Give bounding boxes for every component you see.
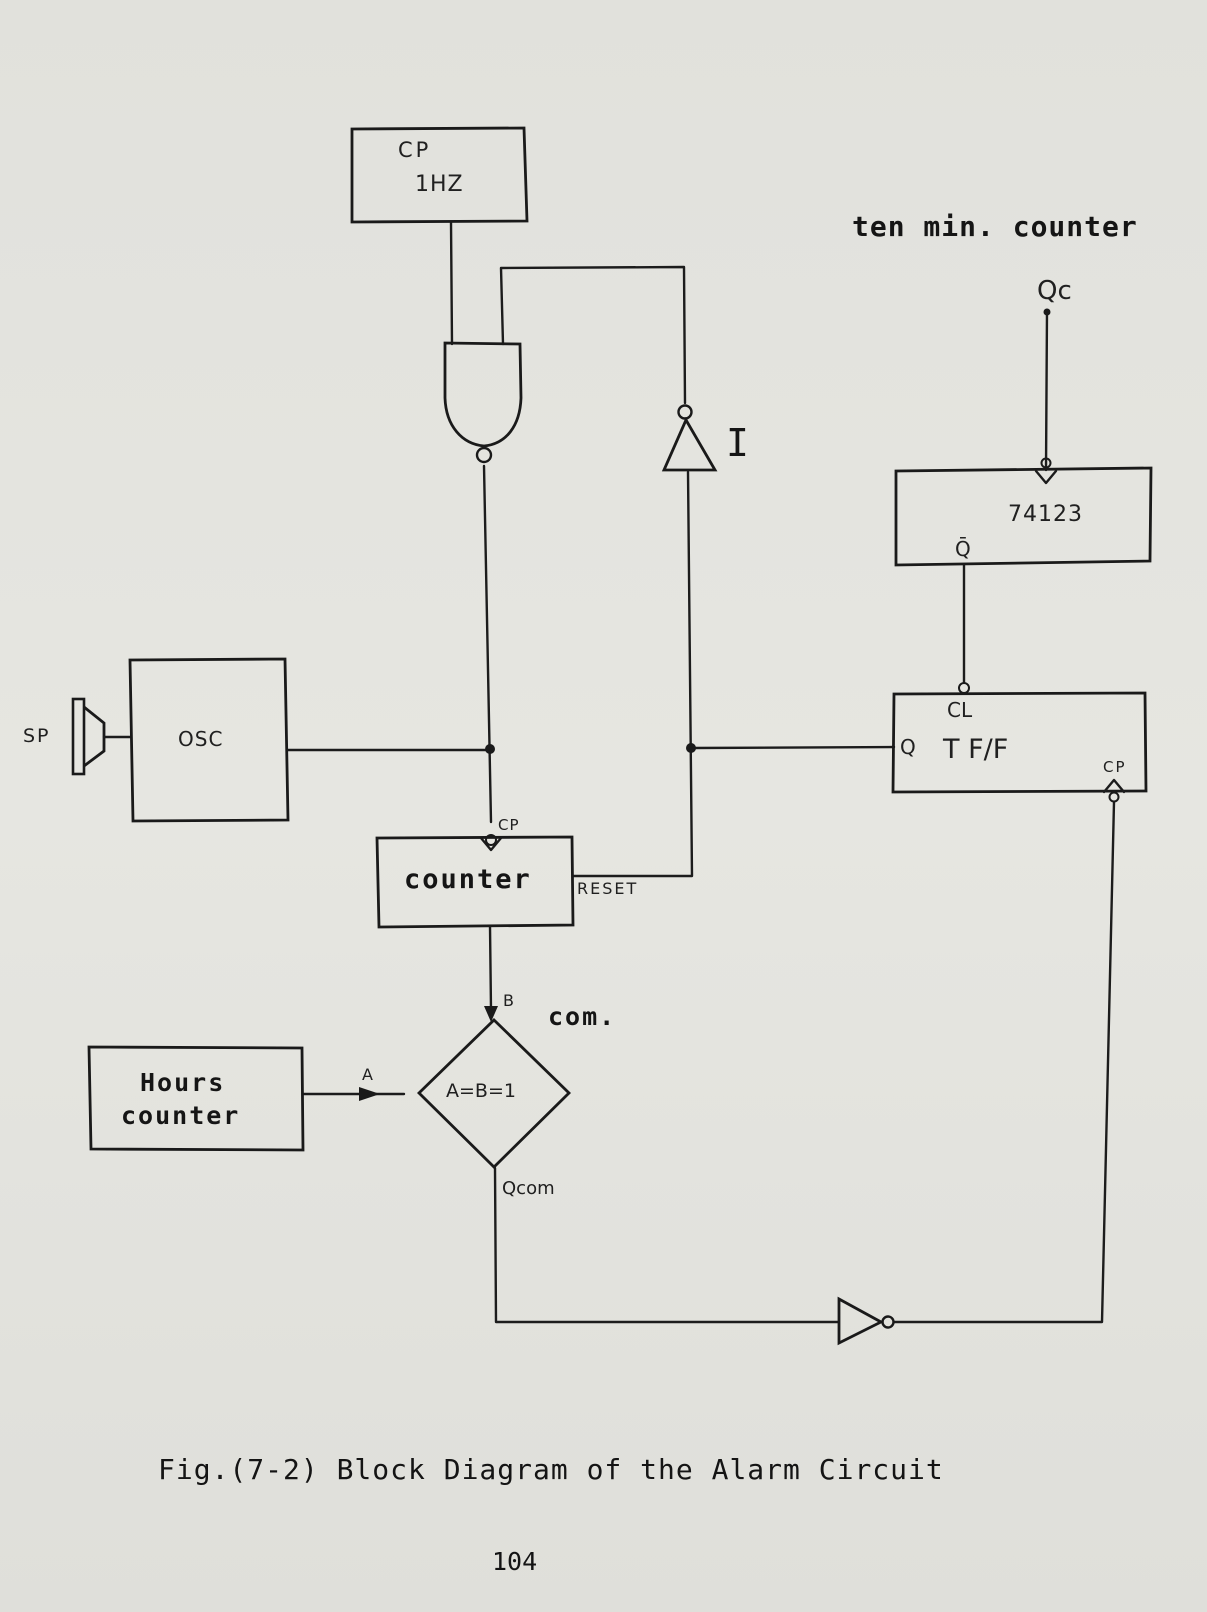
nand-gate [443, 341, 523, 464]
oscillator-label: OSC [178, 727, 223, 751]
feedback-inverter: I [661, 404, 749, 472]
comparator-input-a-label: A [362, 1065, 373, 1084]
output-inverter [837, 1296, 895, 1346]
oscillator-box: OSC [128, 657, 290, 823]
wire-comparator-output [493, 1166, 840, 1324]
flip-flop-clock-label: CP [1103, 758, 1127, 776]
clock-source-outline [350, 126, 529, 224]
hours-counter-line2: counter [121, 1101, 240, 1130]
counter-outline [375, 835, 575, 929]
flip-flop-q-label: Q [900, 735, 916, 759]
comparator-outline [416, 1018, 572, 1169]
counter-clock-bubble [485, 834, 497, 846]
monostable-outline [894, 466, 1153, 567]
counter-clock-notch [479, 836, 503, 852]
hours-counter-outline [87, 1045, 305, 1152]
monostable-chip-label: 74123 [1008, 502, 1083, 527]
nand-output-bubble [475, 446, 493, 464]
arrow-head [484, 1006, 498, 1022]
wires [286, 220, 1116, 1324]
counter-reset-label: RESET [577, 879, 638, 898]
wire-qc-to-74123 [1044, 308, 1049, 472]
output-inverter-triangle [837, 1296, 885, 1346]
hours-counter-box: Hours counter [87, 1045, 305, 1152]
wire-clock-to-nand [449, 220, 454, 346]
clock-input-notch [1034, 469, 1058, 485]
flip-flop-clear-label: CL [947, 698, 973, 722]
t-flip-flop-box: CL Q T F/F CP [891, 682, 1148, 803]
speaker-magnet [71, 697, 86, 776]
speaker-icon: SP [23, 697, 132, 776]
junction-dot [1043, 308, 1051, 316]
clock-source-cp-label: CP [398, 138, 431, 162]
counter-clock-label: CP [498, 816, 520, 834]
wire-counter-to-comparator [488, 924, 493, 1012]
clock-source-box: CP 1HZ [350, 126, 529, 224]
wire-inverter-to-reset [571, 470, 694, 878]
oscillator-outline [128, 657, 290, 823]
comparator-condition-label: A=B=1 [446, 1080, 516, 1102]
junctions [359, 308, 1051, 1101]
wire-nand-to-counter [482, 464, 493, 824]
monostable-74123-box: 74123 Q̄ [894, 457, 1153, 567]
qc-label: Qc [1037, 276, 1072, 306]
output-inverter-bubble [881, 1315, 895, 1329]
inverter-triangle [661, 416, 718, 472]
speaker-cone [83, 705, 106, 768]
speaker-label: SP [23, 725, 51, 747]
clock-source-frequency-label: 1HZ [415, 172, 464, 197]
figure-caption: Fig.(7-2) Block Diagram of the Alarm Cir… [158, 1453, 944, 1486]
flip-flop-outline [891, 691, 1148, 794]
monostable-qbar-label: Q̄ [955, 536, 971, 561]
alarm-circuit-diagram: CP 1HZ I ten min. counter Qc 74123 Q̄ [23, 126, 1153, 1346]
flip-flop-title: T F/F [942, 734, 1008, 765]
counter-label: counter [404, 864, 532, 895]
comparator-diamond: A=B=1 B A Qcom com. [362, 991, 616, 1199]
comparator-output-label: Qcom [502, 1178, 555, 1199]
ten-min-counter-label: ten min. counter [852, 210, 1138, 243]
nand-gate-body [443, 341, 523, 448]
junction-dot [485, 744, 495, 754]
inverter-bubble [677, 404, 693, 420]
clear-input-bubble [958, 682, 970, 694]
comparator-input-b-label: B [503, 991, 514, 1010]
wire-node-to-flipflop [690, 745, 896, 750]
wire-feedback-to-nand [499, 265, 687, 405]
junction-dot [686, 743, 696, 753]
flip-flop-clock-bubble [1108, 791, 1120, 803]
input-bubble [1040, 457, 1052, 469]
inverter-label: I [726, 421, 749, 465]
wire-inverter-to-flipflop-clock [892, 800, 1116, 1324]
comparator-name-label: com. [548, 1002, 616, 1031]
arrow-head [359, 1087, 380, 1101]
flip-flop-clock-notch [1102, 778, 1126, 794]
hours-counter-line1: Hours [140, 1068, 225, 1097]
page-number: 104 [492, 1547, 538, 1576]
counter-box: CP counter RESET [375, 816, 638, 929]
